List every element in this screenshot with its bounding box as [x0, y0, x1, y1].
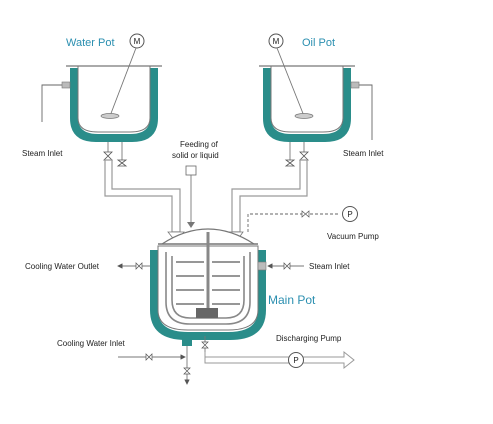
oil-pot-vessel — [270, 65, 344, 133]
oil-pot-agitator-shaft — [276, 47, 305, 117]
oil-pot-title: Oil Pot — [302, 37, 335, 49]
water-pot-steam-line — [41, 84, 70, 122]
vacuum-line: P Vacuum Pump — [247, 206, 379, 241]
water-pot-vessel — [77, 65, 151, 133]
oil-pot-drain-valve-icon — [284, 159, 296, 167]
discharging-line: P Discharging Pump — [201, 334, 355, 370]
vacuum-pump-icon — [342, 206, 358, 222]
water-pot-agitator-shaft — [109, 47, 137, 117]
oil-pot-motor-label: M — [273, 37, 280, 46]
cooling-outlet-valve-icon — [135, 262, 143, 270]
oil-pot-motor-icon — [268, 33, 284, 49]
feeding-hopper-icon — [185, 165, 197, 176]
main-steam-valve-icon — [283, 262, 291, 270]
main-pot-homogenizer — [196, 308, 218, 318]
main-pot-steam-inlet-label: Steam Inlet — [309, 262, 350, 271]
vacuum-pump-label: Vacuum Pump — [327, 232, 379, 241]
main-pot-title: Main Pot — [268, 293, 316, 307]
oil-pot: Oil Pot M Steam Inlet — [259, 33, 384, 167]
water-pot-title: Water Pot — [66, 37, 115, 49]
main-pot: Main Pot Cooling Water Outlet Steam Inle… — [25, 228, 350, 385]
vacuum-pump-symbol: P — [347, 210, 352, 219]
cooling-inlet-valve-icon — [145, 353, 153, 361]
feeding-inlet: Feeding of solid or liquid — [172, 140, 219, 228]
water-pot-jacket — [70, 68, 158, 142]
bottom-drain-valve-icon — [183, 367, 191, 375]
water-pot-drain-valve-icon — [116, 159, 128, 167]
feeding-label-line2: solid or liquid — [172, 151, 219, 160]
oil-pot-outlet-valve-icon — [299, 151, 309, 161]
discharge-valve-icon — [201, 341, 209, 349]
vacuum-valve-icon — [301, 210, 310, 218]
oil-pot-impeller — [294, 113, 314, 119]
oil-pot-jacket — [263, 68, 351, 142]
water-pot-steam-inlet-label: Steam Inlet — [22, 149, 63, 158]
water-pot-impeller — [100, 113, 120, 119]
main-pot-jacket — [150, 250, 266, 340]
cooling-water-inlet-label: Cooling Water Inlet — [57, 339, 126, 348]
oil-pot-steam-inlet-label: Steam Inlet — [343, 149, 384, 158]
oil-pot-steam-line — [351, 84, 373, 140]
water-pot-outlet-valve-icon — [103, 151, 113, 161]
water-pot-motor-label: M — [134, 37, 141, 46]
water-pot-motor-icon — [129, 33, 145, 49]
water-pot: Water Pot M Steam Inlet — [22, 33, 162, 167]
discharging-pump-symbol: P — [293, 356, 298, 365]
cooling-water-outlet-label: Cooling Water Outlet — [25, 262, 100, 271]
feeding-label-line1: Feeding of — [180, 140, 219, 149]
discharging-pump-label: Discharging Pump — [276, 334, 342, 343]
discharging-pump-icon — [288, 352, 304, 368]
main-pot-blades — [176, 261, 240, 305]
